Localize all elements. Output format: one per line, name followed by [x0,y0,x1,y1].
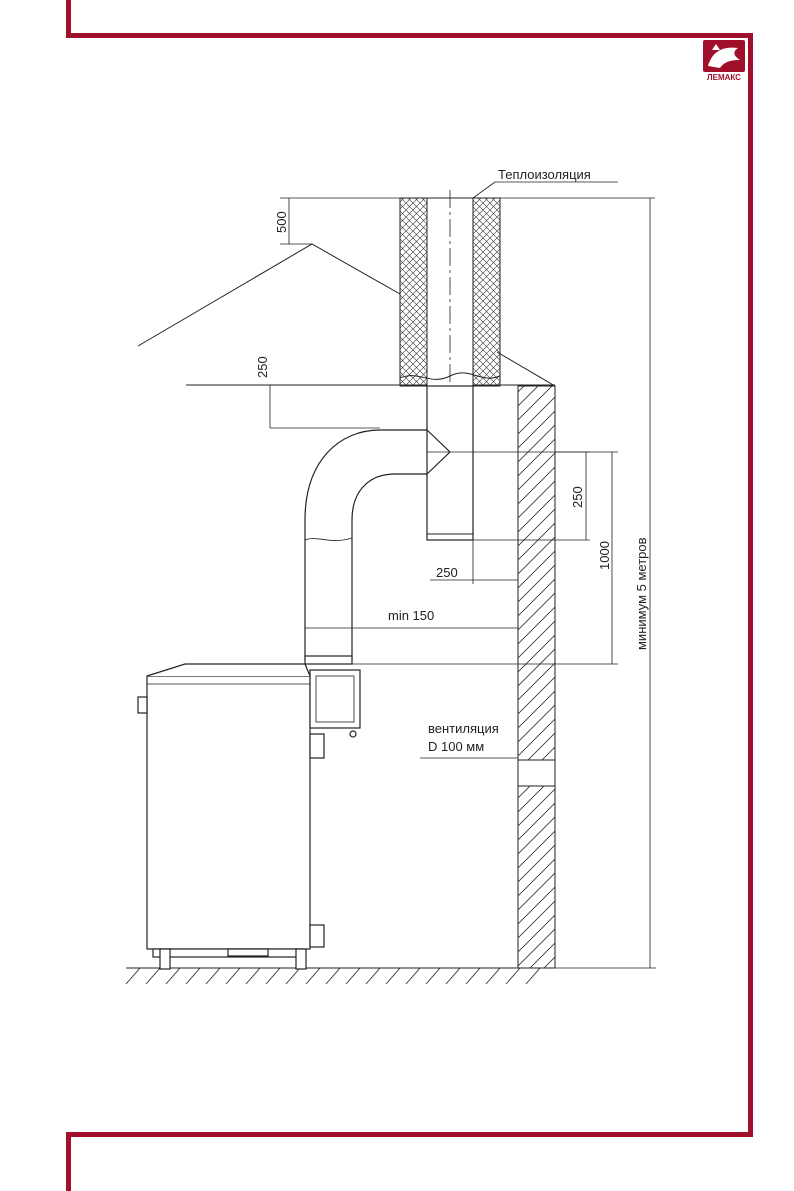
dim-min-clearance-label: min 150 [388,608,434,623]
dim-roof-label: 250 [255,356,270,378]
chimney-stack [399,181,501,540]
insulation-label: Теплоизоляция [498,167,591,182]
dim-wall-gap-label: 250 [436,565,458,580]
ventilation-label-line1: вентиляция [428,721,499,736]
logo-text: ЛЕМАКС [707,73,741,82]
dimension-lines [269,181,656,969]
brand-logo: ЛЕМАКС [703,40,745,82]
dim-tee-height-label: 1000 [597,541,612,570]
wall [517,385,556,969]
page-frame [66,0,753,1191]
flue-pipe [304,385,474,665]
floor [125,967,555,985]
dim-total-height-label: минимум 5 метров [634,537,649,650]
dim-top-label: 500 [274,211,289,233]
boiler [137,663,361,970]
dim-tee-label: 250 [570,486,585,508]
ventilation-label-line2: D 100 мм [428,739,484,754]
diagram-labels: Теплоизоляция 500 250 250 1000 250 min 1… [255,167,649,754]
